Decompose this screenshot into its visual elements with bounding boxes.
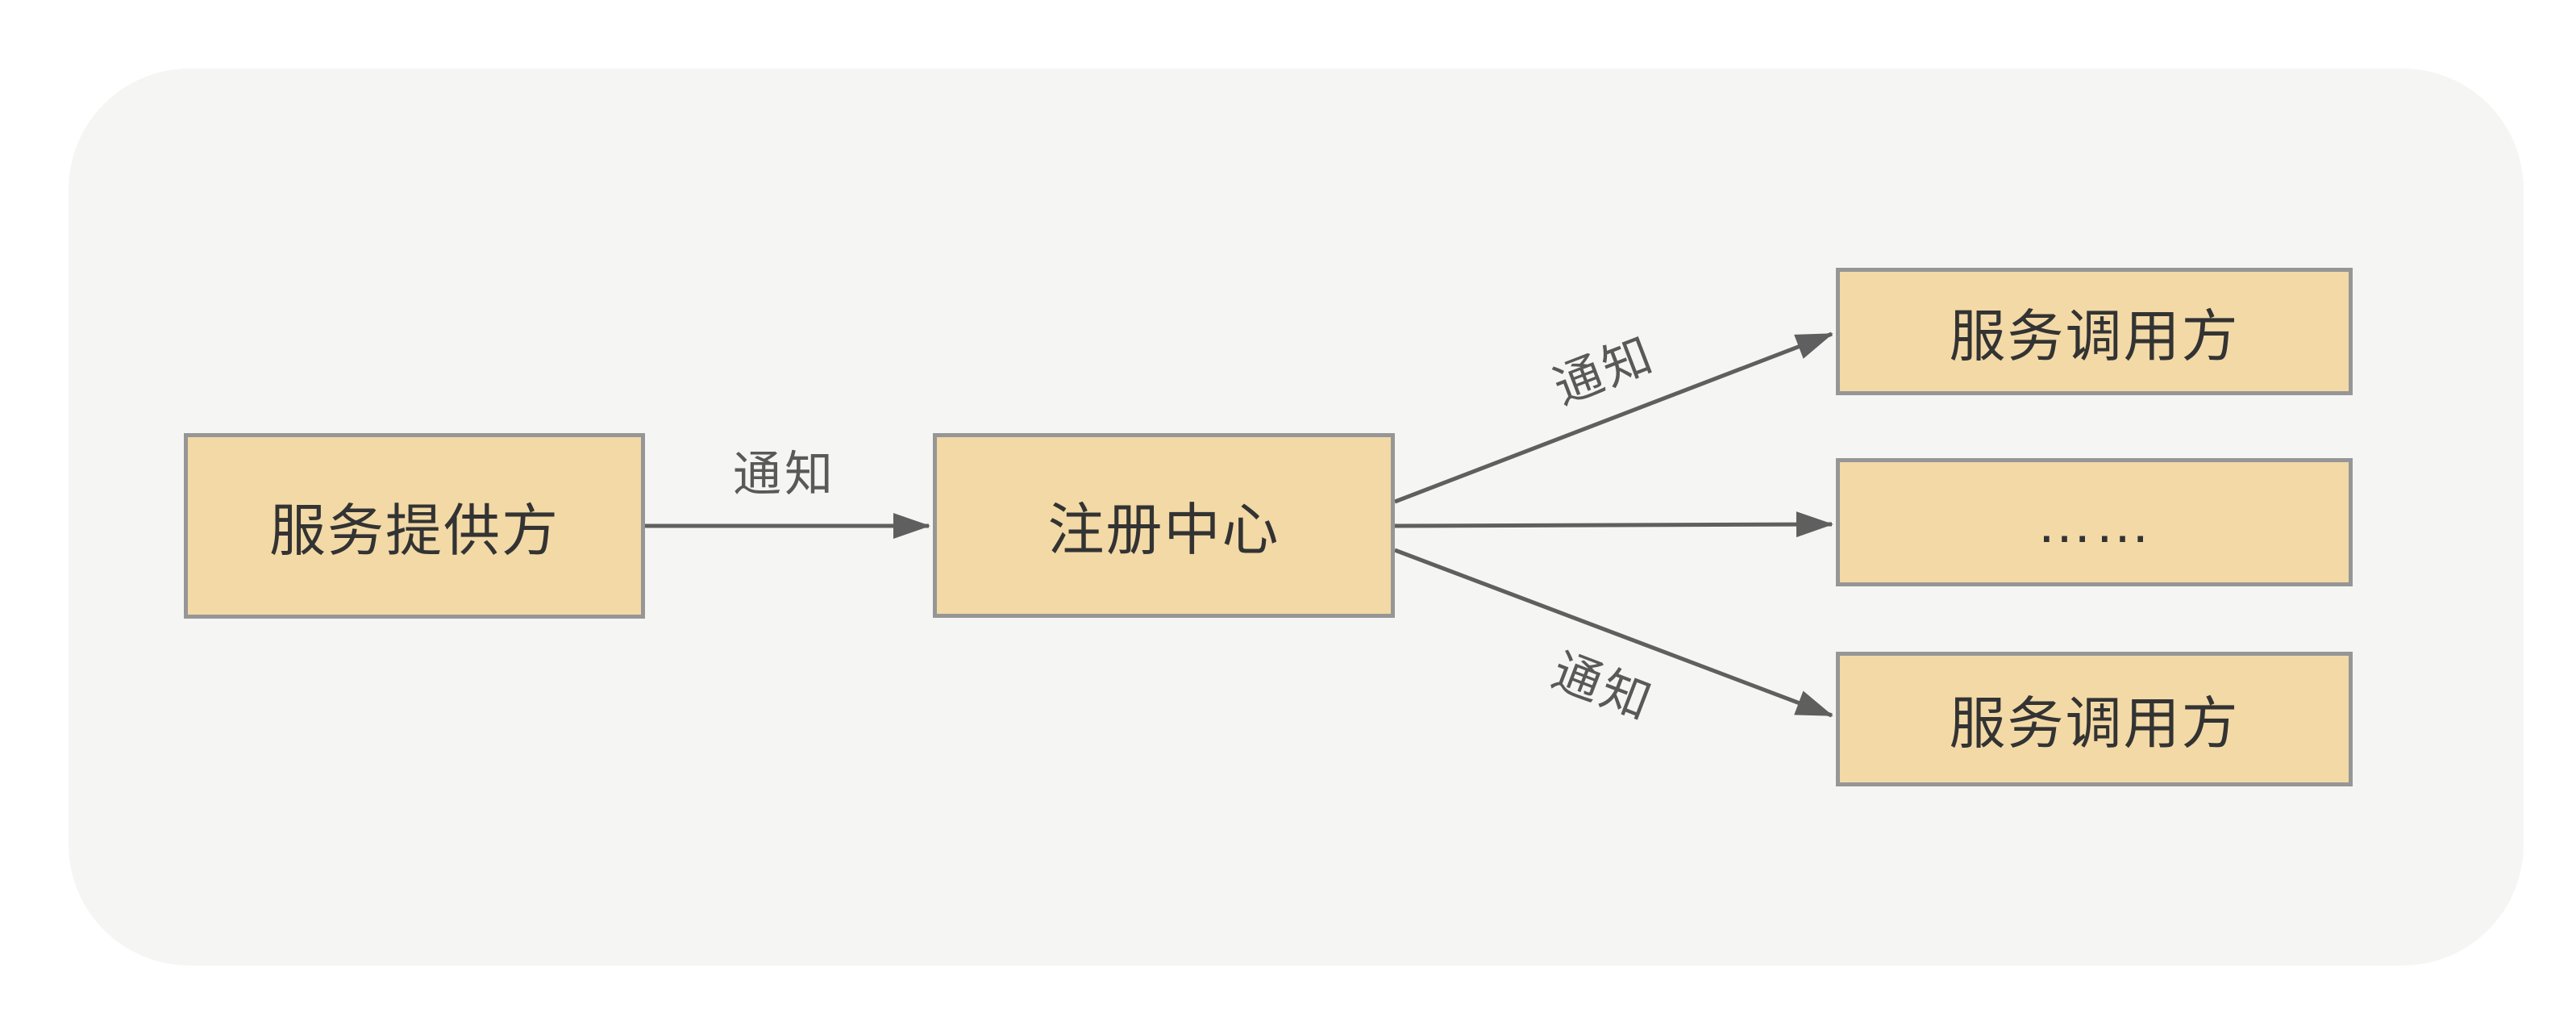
edge-label-notify-provider-registry: 通知 [733,447,836,502]
node-registry-center-label: 注册中心 [1047,498,1280,561]
node-registry-center: 注册中心 [933,433,1395,618]
node-ellipsis: …… [1836,458,2353,586]
node-service-consumer-bottom: 服务调用方 [1836,652,2353,786]
node-service-consumer-top: 服务调用方 [1836,268,2353,395]
node-service-provider-label: 服务提供方 [269,498,560,562]
node-ellipsis-label: …… [2036,490,2153,554]
node-service-consumer-top-label: 服务调用方 [1949,304,2240,368]
node-service-consumer-bottom-label: 服务调用方 [1949,692,2240,755]
node-service-provider: 服务提供方 [184,433,645,619]
